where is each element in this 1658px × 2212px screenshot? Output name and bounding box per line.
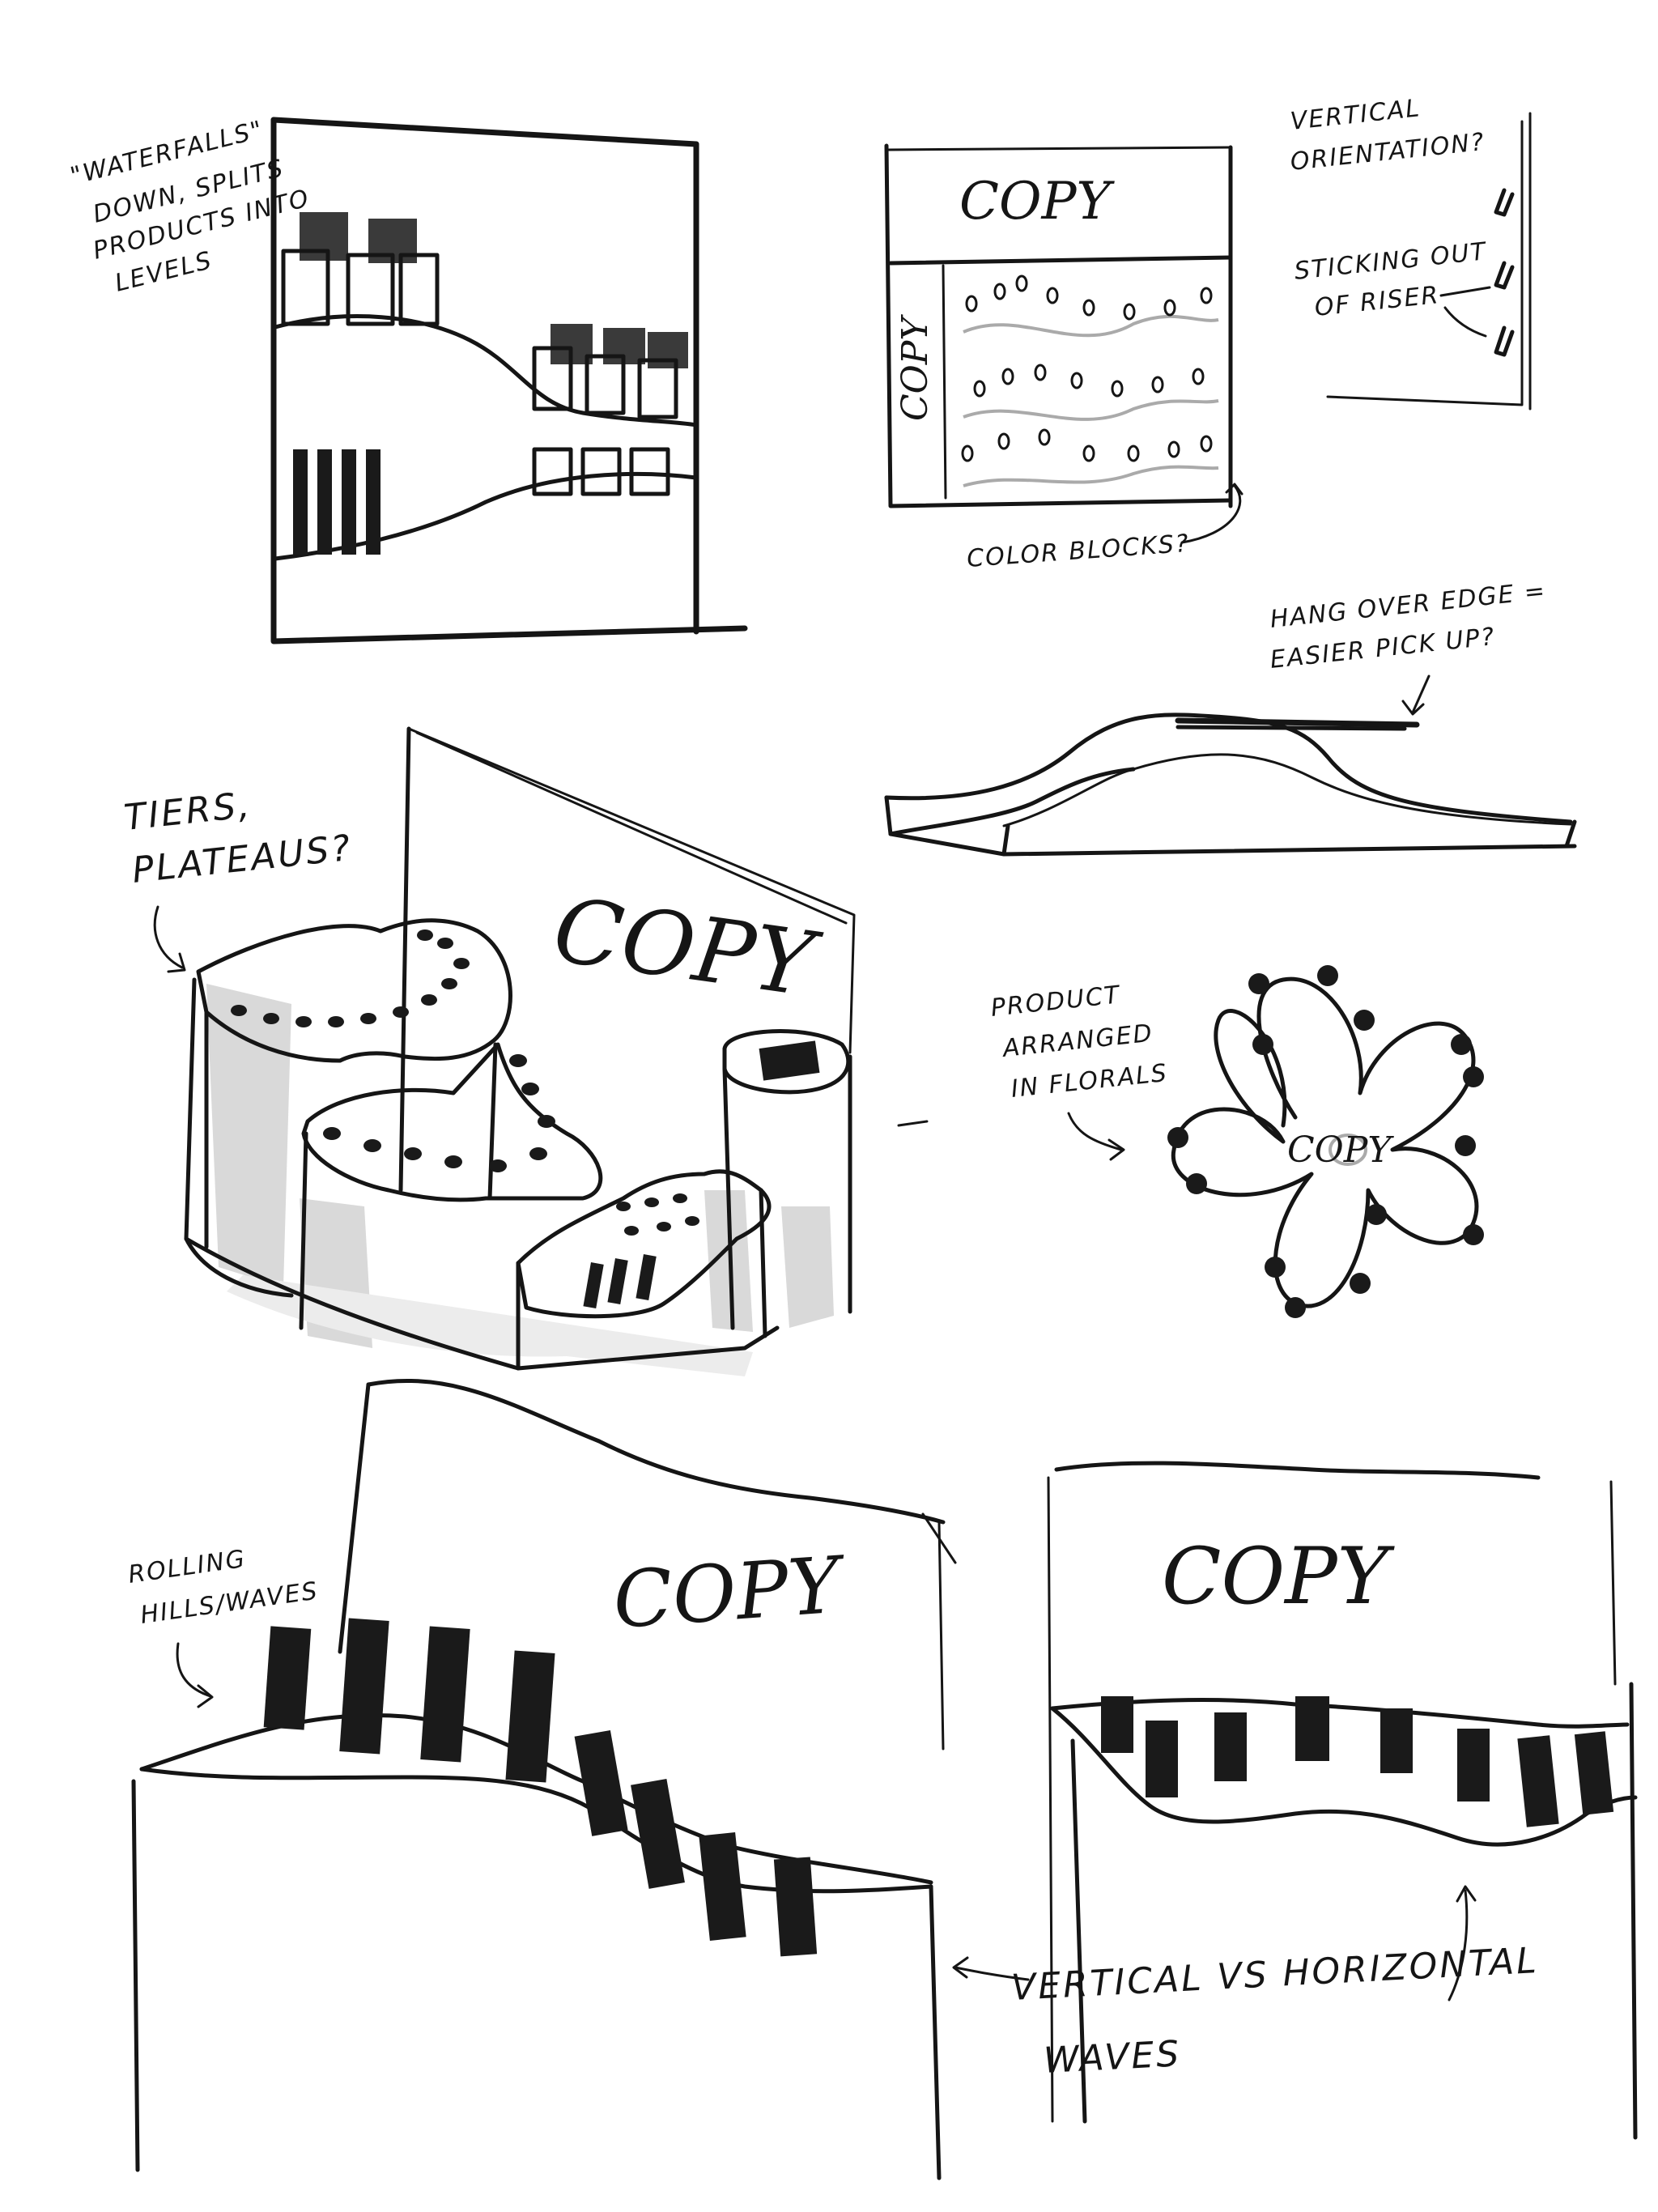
waterfall-sketch: "WATERFALLS" DOWN, SPLITS PRODUCTS INTO … xyxy=(67,116,748,644)
rolling-note-line2: HILLS/WAVES xyxy=(138,1576,320,1630)
vertical-orientation-sketch: COPY COPY COLOR BLOCKS? VERTICAL ORIENTA… xyxy=(884,94,1532,573)
product-note-line1: PRODUCT xyxy=(989,981,1122,1023)
product-boxes-middle xyxy=(532,324,688,419)
tiers-note-line2: PLATEAUS? xyxy=(130,827,355,891)
copy-label-tiers: COPY xyxy=(547,878,827,1018)
copy-label-side: COPY xyxy=(895,314,936,421)
color-blocks-note: COLOR BLOCKS? xyxy=(966,530,1191,573)
copy-label-horizontal: COPY xyxy=(1162,1531,1396,1622)
tier-product-dots xyxy=(231,929,699,1236)
product-note-line3: IN FLORALS xyxy=(1010,1059,1169,1104)
rolling-hills-sketch: COPY ROLLING HILLS/WAVES xyxy=(126,1378,957,2180)
copy-label-floral: COPY xyxy=(1287,1129,1394,1171)
rolling-products xyxy=(263,1618,818,1957)
horizontal-waves-sketch: COPY VERTICAL VS HORIZONTAL WAVES xyxy=(952,1461,1638,2140)
product-markers xyxy=(961,274,1213,462)
waves-note-line1: VERTICAL VS HORIZONTAL xyxy=(1010,1940,1540,2009)
copy-label-top: COPY xyxy=(959,172,1116,232)
vertical-note-line1: VERTICAL xyxy=(1289,94,1422,136)
hang-over-edge-sketch: HANG OVER EDGE = EASIER PICK UP? xyxy=(884,576,1577,857)
slim-products xyxy=(293,449,380,555)
tiers-note-line1: TIERS, xyxy=(122,785,254,839)
tiers-sketch: COPY xyxy=(122,726,929,1376)
sticking-note-line1: STICKING OUT xyxy=(1293,237,1489,286)
product-note-line2: ARRANGED xyxy=(1000,1019,1154,1064)
rolling-note-line1: ROLLING xyxy=(126,1545,248,1589)
vertical-note-line2: ORIENTATION? xyxy=(1289,128,1486,177)
floral-sketch: COPY PRODUCT ARRANGED IN FLORALS xyxy=(989,965,1484,1318)
horizontal-products xyxy=(1101,1696,1614,1827)
floral-product-dots xyxy=(1167,965,1484,1318)
waves-note-line2: WAVES xyxy=(1043,2033,1182,2082)
copy-label-rolling: COPY xyxy=(610,1539,850,1646)
sticking-note-line2: OF RISER xyxy=(1313,281,1441,322)
hang-note-line1: HANG OVER EDGE = xyxy=(1269,576,1547,634)
product-boxes-top xyxy=(281,212,440,326)
